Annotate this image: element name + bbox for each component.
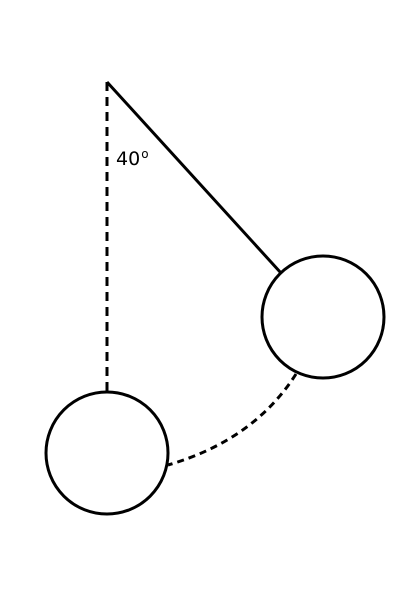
angle-unit: o (141, 147, 149, 161)
swing-arc (167, 373, 298, 467)
angle-value: 40 (116, 148, 141, 170)
bob-rest (44, 390, 170, 516)
angle-label: 40o (116, 148, 149, 169)
bob-displaced (260, 254, 386, 380)
pendulum-string (105, 80, 283, 275)
